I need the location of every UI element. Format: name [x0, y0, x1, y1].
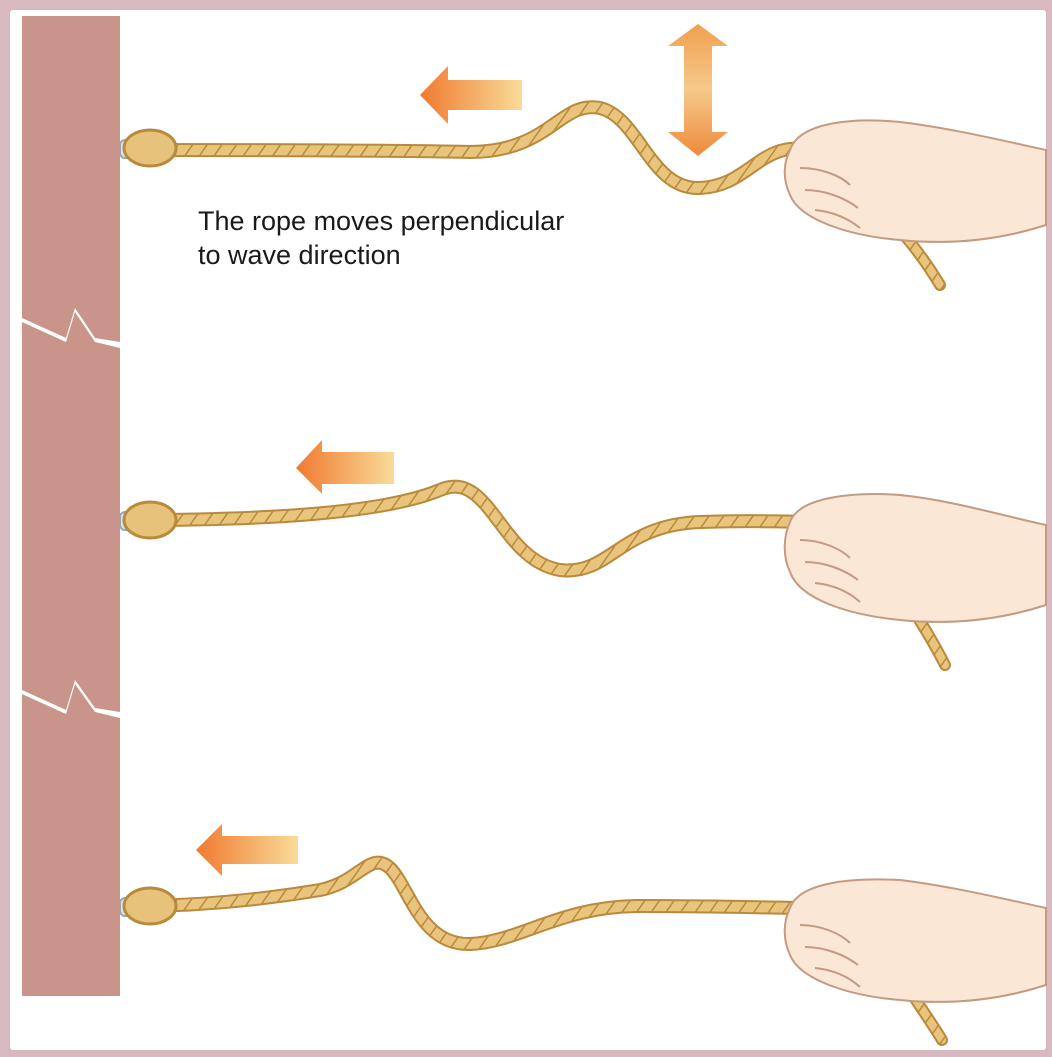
caption: The rope moves perpendicular to wave dir…: [198, 204, 564, 272]
rope-knots: [124, 130, 176, 924]
wall-segment-middle: [22, 312, 120, 712]
wall-segment-bottom: [22, 684, 120, 996]
wall-segment-top: [22, 16, 120, 342]
wave-direction-arrow-icon: [196, 66, 522, 876]
caption-line-1: The rope moves perpendicular: [198, 204, 564, 238]
wall: [22, 16, 120, 996]
vertical-oscillation-arrow-icon: [668, 24, 728, 156]
caption-line-2: to wave direction: [198, 238, 564, 272]
